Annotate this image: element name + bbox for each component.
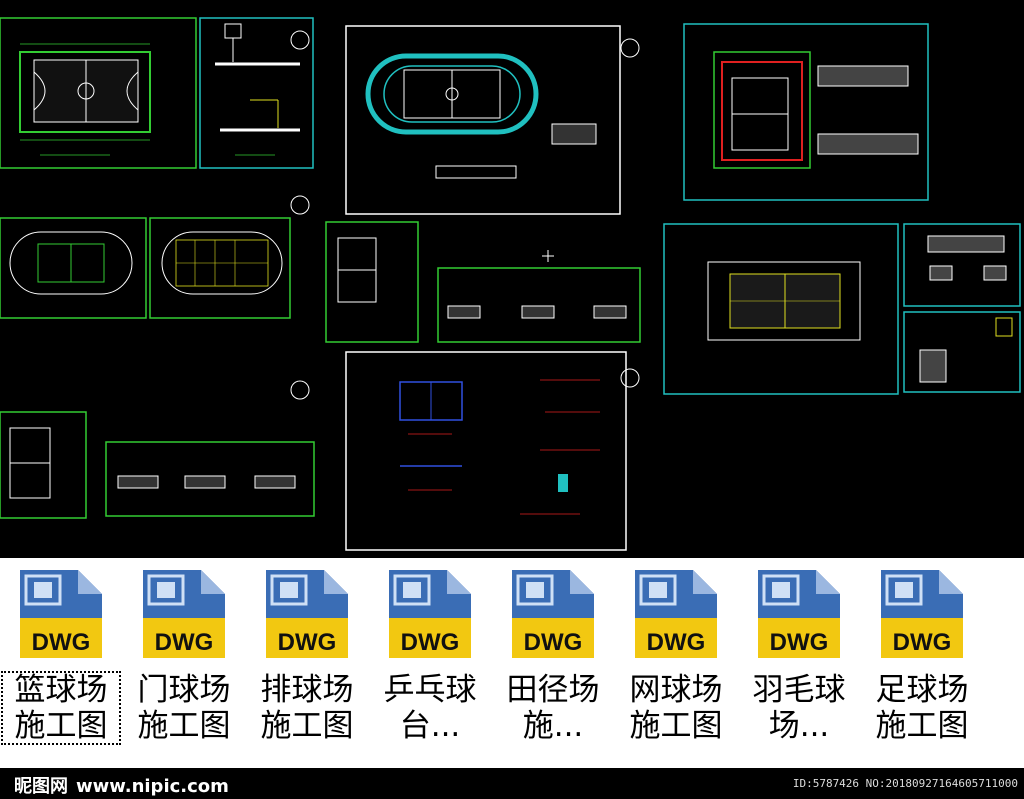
file-name-label: 篮球场施工图: [1, 671, 121, 745]
watermark-site-name: 昵图网: [14, 776, 68, 797]
file-name-label: 网球场施工图: [629, 672, 723, 744]
dwg-file-item[interactable]: DWG 乒乓球台...: [371, 566, 489, 756]
dwg-file-icon: DWG: [139, 566, 229, 662]
dwg-file-icon: DWG: [877, 566, 967, 662]
file-name-label: 乒乓球台...: [383, 672, 477, 744]
file-name-label: 门球场施工图: [137, 672, 231, 744]
volleyball-court-drawing: [325, 221, 641, 343]
dwg-file-icon: DWG: [262, 566, 352, 662]
athletics-stadium-drawing: [345, 25, 640, 215]
basketball-court-drawing: [0, 17, 197, 169]
dwg-file-item[interactable]: DWG 田径场施...: [494, 566, 612, 756]
basket-hoop-detail-drawing: [199, 17, 314, 169]
dwg-file-icon: DWG: [754, 566, 844, 662]
dwg-badge: DWG: [155, 629, 214, 656]
dwg-file-item[interactable]: DWG 篮球场施工图: [1, 566, 121, 756]
dwg-badge: DWG: [32, 629, 91, 656]
dwg-badge: DWG: [647, 629, 706, 656]
image-id-text: ID:5787426 NO:20180927164605711000: [792, 777, 1018, 790]
dwg-file-icon: DWG: [631, 566, 721, 662]
dwg-file-icon: DWG: [508, 566, 598, 662]
badminton-court-drawing: [663, 223, 1021, 395]
watermark-bar: 昵图网 www.nipic.com ID:5787426 NO:201809271…: [0, 768, 1024, 799]
dwg-file-icon: DWG: [16, 566, 106, 662]
watermark-site-url: www.nipic.com: [76, 776, 229, 797]
dwg-badge: DWG: [893, 629, 952, 656]
dwg-badge: DWG: [524, 629, 583, 656]
file-name-label: 排球场施工图: [260, 672, 354, 744]
table-tennis-drawing: [345, 351, 640, 551]
dwg-file-item[interactable]: DWG 羽毛球场...: [740, 566, 858, 756]
cad-drawings-preview: [0, 0, 1024, 558]
file-name-label: 足球场施工图: [875, 672, 969, 744]
cad-canvas: [0, 17, 1021, 551]
dwg-file-item[interactable]: DWG 排球场施工图: [248, 566, 366, 756]
gate-ball-court-drawing: [0, 380, 315, 519]
file-name-label: 羽毛球场...: [752, 672, 846, 744]
dwg-file-item[interactable]: DWG 门球场施工图: [125, 566, 243, 756]
dwg-badge: DWG: [770, 629, 829, 656]
dwg-file-item[interactable]: DWG 足球场施工图: [863, 566, 981, 756]
dwg-badge: DWG: [401, 629, 460, 656]
running-track-drawing: [0, 195, 310, 319]
dwg-file-item[interactable]: DWG 网球场施工图: [617, 566, 735, 756]
tennis-court-drawing: [683, 23, 929, 201]
dwg-file-icon: DWG: [385, 566, 475, 662]
file-name-label: 田径场施...: [506, 672, 600, 744]
dwg-badge: DWG: [278, 629, 337, 656]
watermark-logo: 昵图网 www.nipic.com: [14, 772, 229, 798]
